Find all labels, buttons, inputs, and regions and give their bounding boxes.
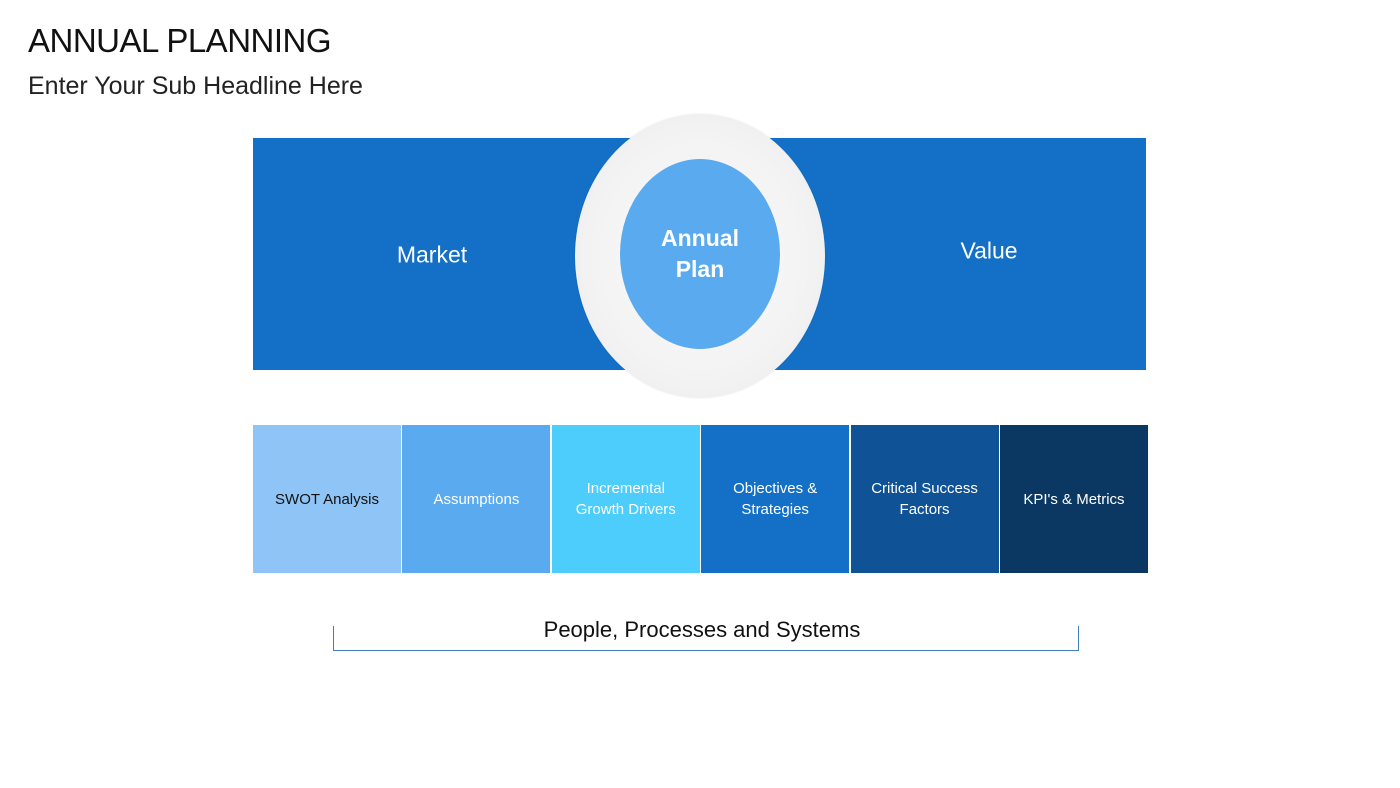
bottom-bracket xyxy=(333,626,1079,651)
page-subtitle: Enter Your Sub Headline Here xyxy=(28,72,363,100)
step-label-line-2: Growth Drivers xyxy=(575,501,676,518)
annual-plan-circle xyxy=(620,159,780,349)
annual-plan-line-2: Plan xyxy=(675,256,725,282)
step-label-line-1: Critical Success xyxy=(871,480,978,497)
annual-plan-line-1: Annual xyxy=(661,225,739,251)
step-kpis-metrics: KPI's & Metrics xyxy=(999,425,1148,573)
step-label-line-1: Incremental xyxy=(586,480,665,497)
step-objectives-strategies: Objectives & Strategies xyxy=(701,425,850,573)
page-title: ANNUAL PLANNING xyxy=(28,22,332,59)
bracket-label: People, Processes and Systems xyxy=(543,617,861,642)
step-swot-analysis: SWOT Analysis xyxy=(253,425,401,573)
step-incremental-growth-drivers: Incremental Growth Drivers xyxy=(551,425,700,573)
step-label-line-1: Objectives & xyxy=(733,480,818,497)
step-label: KPI's & Metrics xyxy=(1023,490,1125,508)
step-label: Assumptions xyxy=(433,490,520,508)
value-label: Value xyxy=(960,237,1018,264)
step-label-line-2: Strategies xyxy=(741,501,809,518)
annual-plan-label: Annual Plan xyxy=(625,223,775,285)
step-critical-success-factors: Critical Success Factors xyxy=(850,425,999,573)
planning-steps: SWOT Analysis Assumptions Incremental Gr… xyxy=(253,425,1148,573)
market-label: Market xyxy=(396,241,468,268)
step-assumptions: Assumptions xyxy=(402,425,551,573)
step-label-line-2: Factors xyxy=(899,501,950,518)
step-label: SWOT Analysis xyxy=(275,490,379,508)
